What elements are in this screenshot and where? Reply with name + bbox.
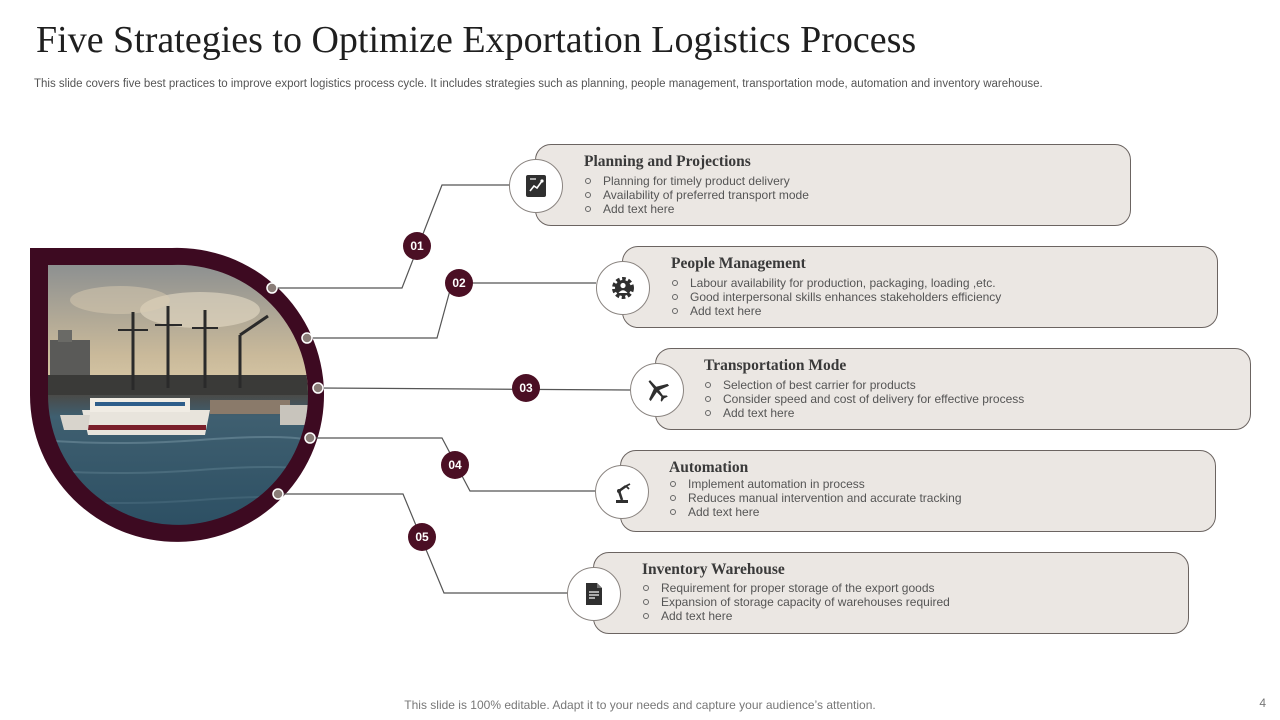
list-item: Implement automation in process [669,477,962,491]
document-icon [567,567,621,621]
step-number-badge: 03 [512,374,540,402]
page-number: 4 [1259,696,1266,710]
step-number-badge: 02 [445,269,473,297]
anchor-dot [301,332,313,344]
card-points: Planning for timely product delivery Ava… [584,174,809,216]
page-title: Five Strategies to Optimize Exportation … [36,19,917,61]
list-item: Add text here [704,406,1024,420]
robotic-arm-icon [595,465,649,519]
airplane-icon [630,363,684,417]
list-item: Planning for timely product delivery [584,174,809,188]
card-title: Transportation Mode [704,357,847,374]
strategy-card-inventory: Inventory Warehouse Requirement for prop… [593,552,1189,634]
page-subtitle: This slide covers five best practices to… [34,78,1043,90]
list-item: Add text here [642,609,950,623]
planning-chart-icon [509,159,563,213]
list-item: Requirement for proper storage of the ex… [642,581,950,595]
anchor-dot [272,488,284,500]
card-points: Requirement for proper storage of the ex… [642,581,950,623]
card-title: Automation [669,459,749,476]
card-points: Selection of best carrier for products C… [704,378,1024,420]
connector-01 [272,184,510,289]
strategy-card-people: People Management Labour availability fo… [622,246,1218,328]
list-item: Good interpersonal skills enhances stake… [671,290,1001,304]
anchor-dot [304,432,316,444]
strategy-card-transportation: Transportation Mode Selection of best ca… [655,348,1251,430]
list-item: Expansion of storage capacity of warehou… [642,595,950,609]
anchor-dot [312,382,324,394]
connector-03 [317,387,631,391]
strategy-card-planning: Planning and Projections Planning for ti… [535,144,1131,226]
anchor-dot [266,282,278,294]
list-item: Add text here [671,304,1001,318]
card-title: People Management [671,255,806,272]
gear-person-icon [596,261,650,315]
connector-02 [307,282,596,339]
footer-note: This slide is 100% editable. Adapt it to… [404,698,876,712]
card-title: Planning and Projections [584,153,751,170]
list-item: Add text here [669,505,962,519]
step-number-badge: 01 [403,232,431,260]
list-item: Availability of preferred transport mode [584,188,809,202]
step-number-badge: 04 [441,451,469,479]
list-item: Consider speed and cost of delivery for … [704,392,1024,406]
step-number-badge: 05 [408,523,436,551]
list-item: Selection of best carrier for products [704,378,1024,392]
list-item: Labour availability for production, pack… [671,276,1001,290]
list-item: Reduces manual intervention and accurate… [669,491,962,505]
list-item: Add text here [584,202,809,216]
strategy-card-automation: Automation Implement automation in proce… [620,450,1216,532]
card-points: Implement automation in process Reduces … [669,477,962,519]
card-title: Inventory Warehouse [642,561,785,578]
card-points: Labour availability for production, pack… [671,276,1001,318]
